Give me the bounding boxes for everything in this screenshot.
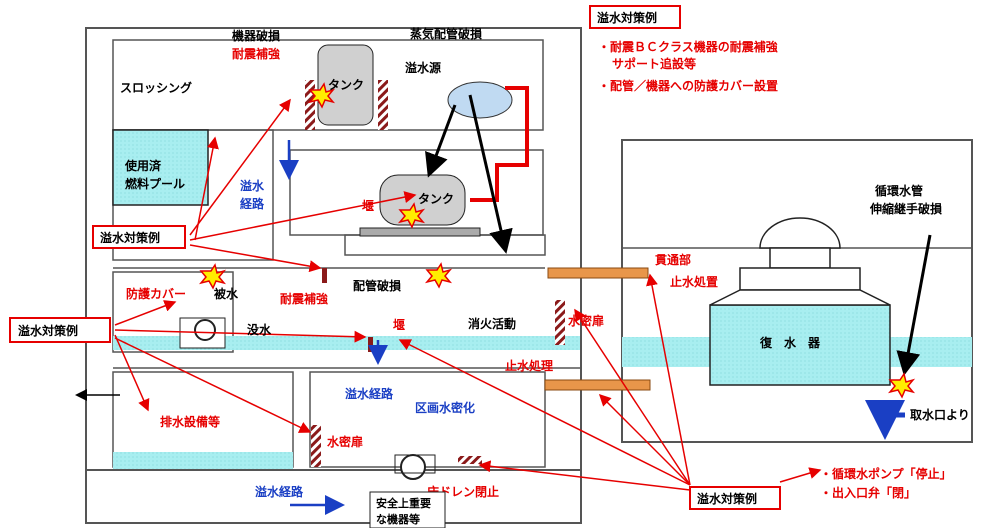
penetration-pipe-upper <box>547 267 649 279</box>
intake-arrow <box>865 400 905 440</box>
label-equip-damage: 機器破損 <box>232 28 281 43</box>
callout-bottom-right: ・循環水ポンプ「停止」 ・出入口弁「閉」 <box>820 466 952 500</box>
callout-top-right: 溢水対策例 ・耐震ＢＣクラス機器の耐震補強 サポート追設等 ・配管／機器への防護… <box>589 5 778 93</box>
weir-mid <box>322 268 327 283</box>
label-seismic-reinforce-mid: 耐震補強 <box>280 291 328 306</box>
label-compartment-sealing: 区画水密化 <box>415 400 475 415</box>
label-firefighting: 消火活動 <box>468 316 516 331</box>
watertight-door-right <box>555 300 565 345</box>
label-penetration-2: 止水処置 <box>670 274 718 289</box>
pump-lower <box>394 454 436 480</box>
label-weir-mid: 堰 <box>362 198 374 213</box>
label-flood-path-bottom: 溢水経路 <box>255 484 304 499</box>
label-watertight-door-left: 水密扉 <box>327 434 363 449</box>
callout-bottom-center: 溢水対策例 <box>689 486 781 510</box>
callout-left-mid: 溢水対策例 <box>9 317 111 343</box>
callout-top-right-item1a: ・耐震ＢＣクラス機器の耐震補強 <box>598 39 778 54</box>
watertight-door-left <box>311 425 321 467</box>
spent-fuel-pool <box>112 129 209 206</box>
label-flood-path-center: 溢水経路 <box>345 386 394 401</box>
label-safety-equip-1: 安全上重要 <box>376 496 431 510</box>
callout-bottom-right-item2: ・出入口弁「閉」 <box>820 485 916 500</box>
circ-pipe-arrow <box>896 234 932 376</box>
label-penetration-1: 貫通部 <box>655 252 691 267</box>
label-circ-pipe-2: 伸縮継手破損 <box>869 201 943 216</box>
safety-equipment-box: 安全上重要 な機器等 <box>369 491 446 528</box>
callout-lines <box>114 98 822 491</box>
flooded-water-mid <box>113 336 580 350</box>
callout-top-right-title: 溢水対策例 <box>597 10 657 25</box>
label-wet: 被水 <box>214 286 239 301</box>
damage-burst-icons <box>198 82 916 399</box>
tank-upper <box>305 44 388 130</box>
callout-top-right-item2: ・配管／機器への防護カバー設置 <box>598 78 778 93</box>
label-submerged: 没水 <box>247 322 272 337</box>
callout-left-upper: 溢水対策例 <box>92 225 186 249</box>
label-steam-pipe-damage: 蒸気配管破損 <box>410 26 483 41</box>
floor-drain <box>458 456 482 464</box>
label-flood-path-left-2: 経路 <box>240 196 265 211</box>
label-sloshing: スロッシング <box>120 80 192 95</box>
callout-left-upper-title: 溢水対策例 <box>100 230 160 245</box>
steam-cloud <box>447 81 513 119</box>
label-pipe-damage: 配管破損 <box>353 278 402 293</box>
label-protective-cover: 防護カバー <box>126 286 186 301</box>
callout-bottom-right-item1: ・循環水ポンプ「停止」 <box>820 466 952 481</box>
label-flood-path-left-1: 溢水 <box>240 178 265 193</box>
label-tank-mid: タンク <box>418 192 454 206</box>
label-drainage-equipment: 排水設備等 <box>160 414 220 429</box>
callout-left-mid-title: 溢水対策例 <box>18 323 78 338</box>
label-flood-source: 溢水源 <box>405 60 441 75</box>
flood-source-arrow-2 <box>468 94 513 254</box>
penetration-pipe-lower <box>544 379 651 391</box>
flooded-water-low <box>113 452 293 469</box>
label-condenser: 復 水 器 <box>759 335 821 350</box>
callout-bottom-center-title: 溢水対策例 <box>697 491 757 506</box>
callout-top-right-item1b: サポート追設等 <box>612 56 696 71</box>
label-from-intake: 取水口より <box>910 407 970 422</box>
label-spent-pool-2: 燃料プール <box>125 176 185 191</box>
label-safety-equip-2: な機器等 <box>376 512 420 526</box>
label-weir-low: 堰 <box>393 317 405 332</box>
label-tank-top: タンク <box>328 78 364 92</box>
flood-source-arrow-1 <box>425 104 457 178</box>
label-spent-pool-1: 使用済 <box>124 158 162 173</box>
condenser <box>709 217 891 386</box>
label-watertight-door-right: 水密扉 <box>568 313 604 328</box>
label-stop-treatment: 止水処理 <box>505 358 553 373</box>
weir-lower <box>368 337 373 352</box>
label-seismic-reinforce-top: 耐震補強 <box>232 46 280 61</box>
label-circ-pipe-1: 循環水管 <box>875 183 923 198</box>
